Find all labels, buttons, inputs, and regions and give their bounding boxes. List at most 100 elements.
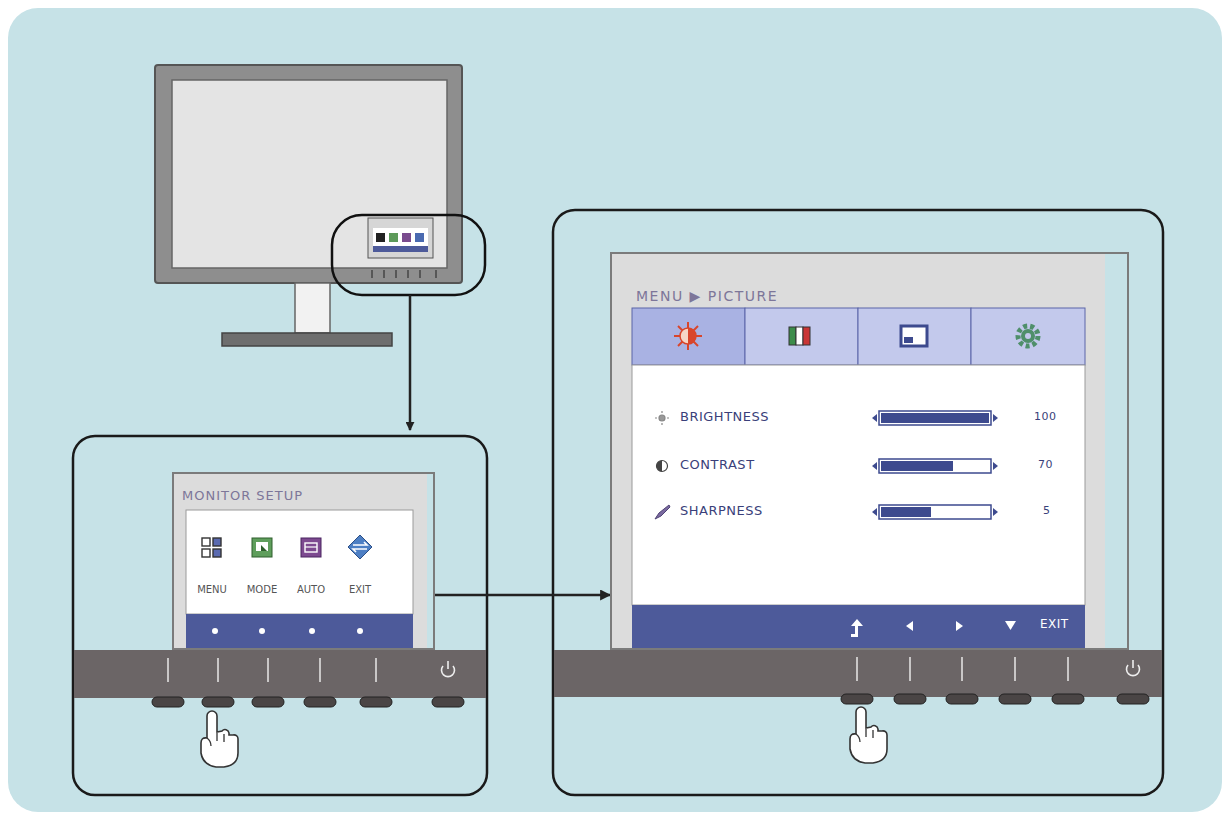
sharpness-row-icon — [655, 505, 670, 519]
left-callout-panel — [73, 436, 487, 795]
monitor — [155, 65, 485, 430]
slider-bars-part-part — [881, 461, 953, 471]
setting-text: SHARPNESS — [680, 504, 763, 519]
exit-icon-part — [348, 535, 372, 559]
monitor-part-part — [383, 270, 385, 278]
monitor-part-part — [395, 270, 397, 278]
color-tab-icon — [789, 327, 810, 345]
button-label: MODE — [247, 584, 278, 596]
brightness-row-icon-part — [659, 415, 665, 421]
right-callout-panel-part-part — [858, 308, 971, 365]
right-callout-panel-part-part — [841, 694, 873, 704]
ground — [8, 8, 1222, 812]
monitor-part — [372, 270, 436, 278]
right-callout-panel-part-part — [745, 308, 858, 365]
slider-bars — [872, 411, 998, 519]
right-callout-panel-part — [632, 308, 1085, 365]
mode-icon-part — [261, 545, 267, 551]
color-tab-icon-part — [796, 327, 803, 345]
left-callout-panel-part-part — [202, 697, 234, 707]
menu-icon-part — [213, 549, 221, 557]
monitor-part — [222, 333, 392, 346]
menu-icon-part — [202, 549, 210, 557]
right-callout-panel-part-part — [632, 308, 745, 365]
slider-bars-part-part — [872, 508, 877, 516]
right-callout-panel-part — [554, 650, 1162, 697]
right-callout-panel-part-part — [1014, 657, 1016, 681]
right-callout-panel-part-part — [946, 694, 978, 704]
exit-label: EXIT — [1040, 618, 1069, 632]
left-callout-panel-part-part — [432, 697, 464, 707]
exit-icon-part — [353, 542, 367, 552]
osd-window: MENU ▶ PICTURE — [610, 252, 1129, 650]
color-tab-icon-part — [789, 327, 796, 345]
brightness-tab-icon-part — [688, 328, 696, 344]
left-callout-panel-part-part — [212, 628, 218, 634]
brightness-row-icon-part — [661, 411, 662, 413]
setting-text: 70 — [1038, 459, 1053, 472]
menu-icon — [202, 538, 221, 557]
mode-icon-part — [256, 542, 268, 551]
gear-tab-icon — [1018, 326, 1038, 346]
monitor-part — [373, 228, 428, 252]
brightness-tab-icon-part — [674, 322, 702, 350]
osd-nav-symbols-part — [1005, 621, 1016, 630]
brightness-tab-icon — [674, 322, 702, 350]
setting-text: BRIGHTNESS — [680, 410, 769, 425]
monitor-part — [332, 215, 485, 295]
osd-nav-symbols-part — [956, 621, 963, 631]
slider-bars-part-part — [879, 459, 991, 473]
right-callout-panel-part-part — [909, 657, 911, 681]
auto-icon-part — [301, 538, 321, 557]
right-callout-panel-part — [610, 252, 1105, 650]
contrast-row-icon-part — [657, 461, 663, 472]
slider-bars-part-part — [872, 462, 877, 470]
contrast-row-icon-part — [657, 461, 668, 472]
left-callout-panel-part — [74, 650, 486, 698]
left-callout-panel-part — [186, 510, 413, 614]
right-callout-panel-part — [1127, 660, 1140, 676]
left-callout-panel-part-part — [267, 658, 269, 682]
monitor-part — [373, 246, 428, 252]
monitor-part-part — [371, 270, 373, 278]
left-callout-panel-part-part — [360, 697, 392, 707]
brightness-row-icon-part — [667, 417, 669, 418]
brightness-row-icon-part — [655, 417, 657, 418]
right-callout-panel-part — [857, 657, 1068, 681]
button-label: EXIT — [349, 584, 371, 596]
left-callout-panel-part-part — [375, 658, 377, 682]
monitor-part-part — [435, 270, 437, 278]
right-callout-panel-part — [850, 707, 887, 763]
left-callout-panel-part-part — [304, 697, 336, 707]
right-callout-panel-part-part — [999, 694, 1031, 704]
left-callout-panel-part-part — [259, 628, 265, 634]
right-callout-panel-part-part — [1052, 694, 1084, 704]
brightness-row-icon-part — [661, 423, 662, 425]
left-callout-panel-part — [201, 711, 238, 767]
slider-bars-part-part — [879, 411, 991, 425]
osd-nav-symbols-part — [851, 619, 863, 637]
flow-arrow — [435, 594, 610, 597]
slider-bars-part-part — [881, 413, 989, 423]
gear-tab-icon-part — [1018, 326, 1038, 346]
right-callout-panel-part — [632, 605, 1085, 648]
monitor-part — [368, 218, 433, 258]
button-label: AUTO — [297, 584, 325, 596]
slider-bars-part-part — [993, 462, 998, 470]
right-callout-panel-part — [553, 210, 1163, 795]
screen-tab-icon-part — [901, 326, 927, 346]
slider-bars-part — [872, 414, 998, 516]
left-callout-panel-part — [168, 658, 376, 682]
setting-text: 5 — [1043, 505, 1051, 518]
auto-icon — [301, 538, 321, 557]
left-callout-panel-part-part — [309, 628, 315, 634]
exit-icon — [348, 535, 372, 559]
left-callout-panel-part-part — [319, 658, 321, 682]
monitor-part — [389, 233, 398, 242]
slider-bars-part-part — [993, 414, 998, 422]
monitor-part — [409, 295, 412, 430]
slider-bars-part-part — [872, 414, 877, 422]
